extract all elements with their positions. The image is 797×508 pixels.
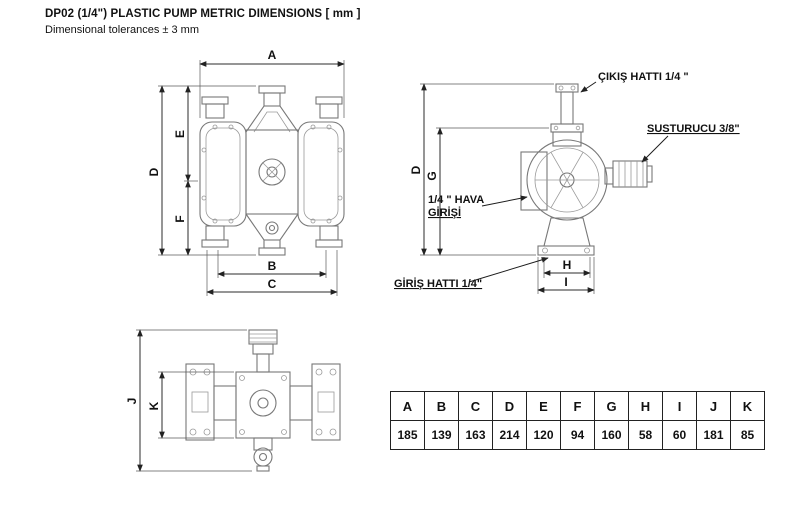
table-value-cell-G: 160 (594, 420, 629, 450)
table-value-cell-C: 163 (458, 420, 493, 450)
dim-label-F: F (173, 215, 187, 222)
table-header-cell-G: G (594, 391, 629, 421)
dim-label-E: E (173, 130, 187, 138)
table-header-cell-I: I (662, 391, 697, 421)
air-inlet-leader-line (481, 195, 528, 207)
table-header-cell-D: D (492, 391, 527, 421)
table-header-cell-J: J (696, 391, 731, 421)
table-header-cell-K: K (730, 391, 765, 421)
table-value-cell-H: 58 (628, 420, 663, 450)
table-value-cell-J: 181 (696, 420, 731, 450)
front-view-extension-lines (158, 60, 345, 296)
table-header-cell-C: C (458, 391, 493, 421)
dimension-table: A B C D E F G H I J K 185 139 163 214 12… (390, 391, 765, 450)
top-view-drawing (185, 329, 341, 472)
air-inlet-label-line1: 1/4 " HAVA (428, 194, 484, 206)
muffler-label: SUSTURUCU 3/8" (647, 123, 740, 135)
table-header-cell-A: A (390, 391, 425, 421)
dim-label-D-front: D (147, 167, 161, 176)
table-value-cell-B: 139 (424, 420, 459, 450)
side-view-drawing (520, 83, 653, 256)
dim-label-H: H (563, 258, 572, 272)
dim-label-I: I (564, 275, 567, 289)
table-value-cell-D: 214 (492, 420, 527, 450)
table-value-cell-K: 85 (730, 420, 765, 450)
inlet-line-label: GİRİŞ HATTI 1/4" (394, 277, 482, 290)
inlet-leader-line (468, 257, 549, 283)
page-title: DP02 (1/4") PLASTIC PUMP METRIC DIMENSIO… (45, 8, 361, 20)
front-view-drawing (199, 85, 345, 256)
table-header-cell-B: B (424, 391, 459, 421)
table-value-cell-E: 120 (526, 420, 561, 450)
outlet-line-label: ÇIKIŞ HATTI 1/4 " (598, 71, 689, 83)
table-value-cell-F: 94 (560, 420, 595, 450)
dim-label-J: J (125, 398, 139, 405)
dim-label-C: C (268, 277, 277, 291)
muffler-leader-line (641, 135, 669, 163)
tolerance-note: Dimensional tolerances ± 3 mm (45, 24, 199, 36)
dim-label-B: B (268, 259, 277, 273)
dim-label-D-side: D (409, 165, 423, 174)
table-value-cell-A: 185 (390, 420, 425, 450)
table-value-row: 185 139 163 214 120 94 160 58 60 181 85 (390, 420, 765, 450)
dim-label-A: A (268, 48, 277, 62)
dim-label-K: K (147, 401, 161, 410)
air-inlet-label-line2: GİRİŞİ (428, 206, 461, 219)
outlet-leader-line (580, 81, 597, 93)
table-value-cell-I: 60 (662, 420, 697, 450)
table-header-cell-H: H (628, 391, 663, 421)
table-header-cell-F: F (560, 391, 595, 421)
dim-label-G: G (425, 171, 439, 180)
table-header-row: A B C D E F G H I J K (390, 391, 765, 421)
top-view-extension-lines (136, 329, 252, 472)
table-header-cell-E: E (526, 391, 561, 421)
